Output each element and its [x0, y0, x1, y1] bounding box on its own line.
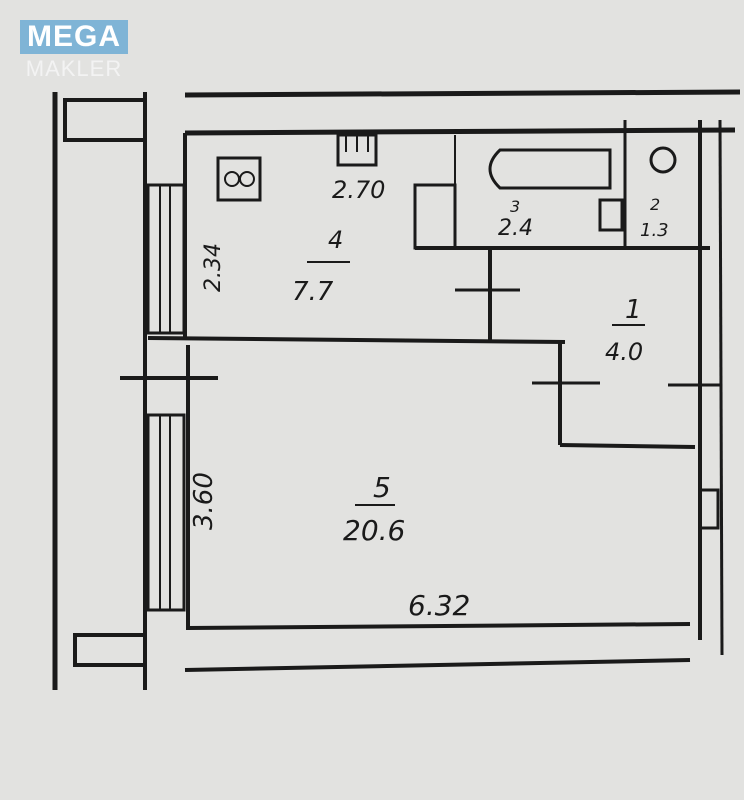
toilet-number: 2 — [650, 195, 660, 214]
room-width: 6.32 — [408, 589, 470, 622]
toilet-area: 1.3 — [640, 220, 669, 241]
hall-area: 4.0 — [605, 338, 643, 366]
bathroom-area: 2.4 — [498, 216, 533, 241]
kitchen-number: 4 — [328, 226, 343, 254]
walls — [52, 89, 741, 690]
radiator-icon — [336, 133, 378, 167]
bathroom-number: 3 — [510, 197, 520, 216]
kitchen-area: 7.7 — [292, 277, 334, 307]
room-depth: 3.60 — [189, 472, 219, 530]
kitchen-width: 2.70 — [332, 176, 385, 204]
stove-icon — [216, 156, 262, 202]
kitchen-depth: 2.34 — [201, 243, 226, 292]
room-area: 20.6 — [343, 514, 405, 547]
hall-number: 1 — [625, 295, 642, 325]
logo-makler: MAKLER — [25, 56, 123, 81]
room-number: 5 — [373, 471, 391, 504]
logo-mega: MEGA — [20, 20, 128, 54]
